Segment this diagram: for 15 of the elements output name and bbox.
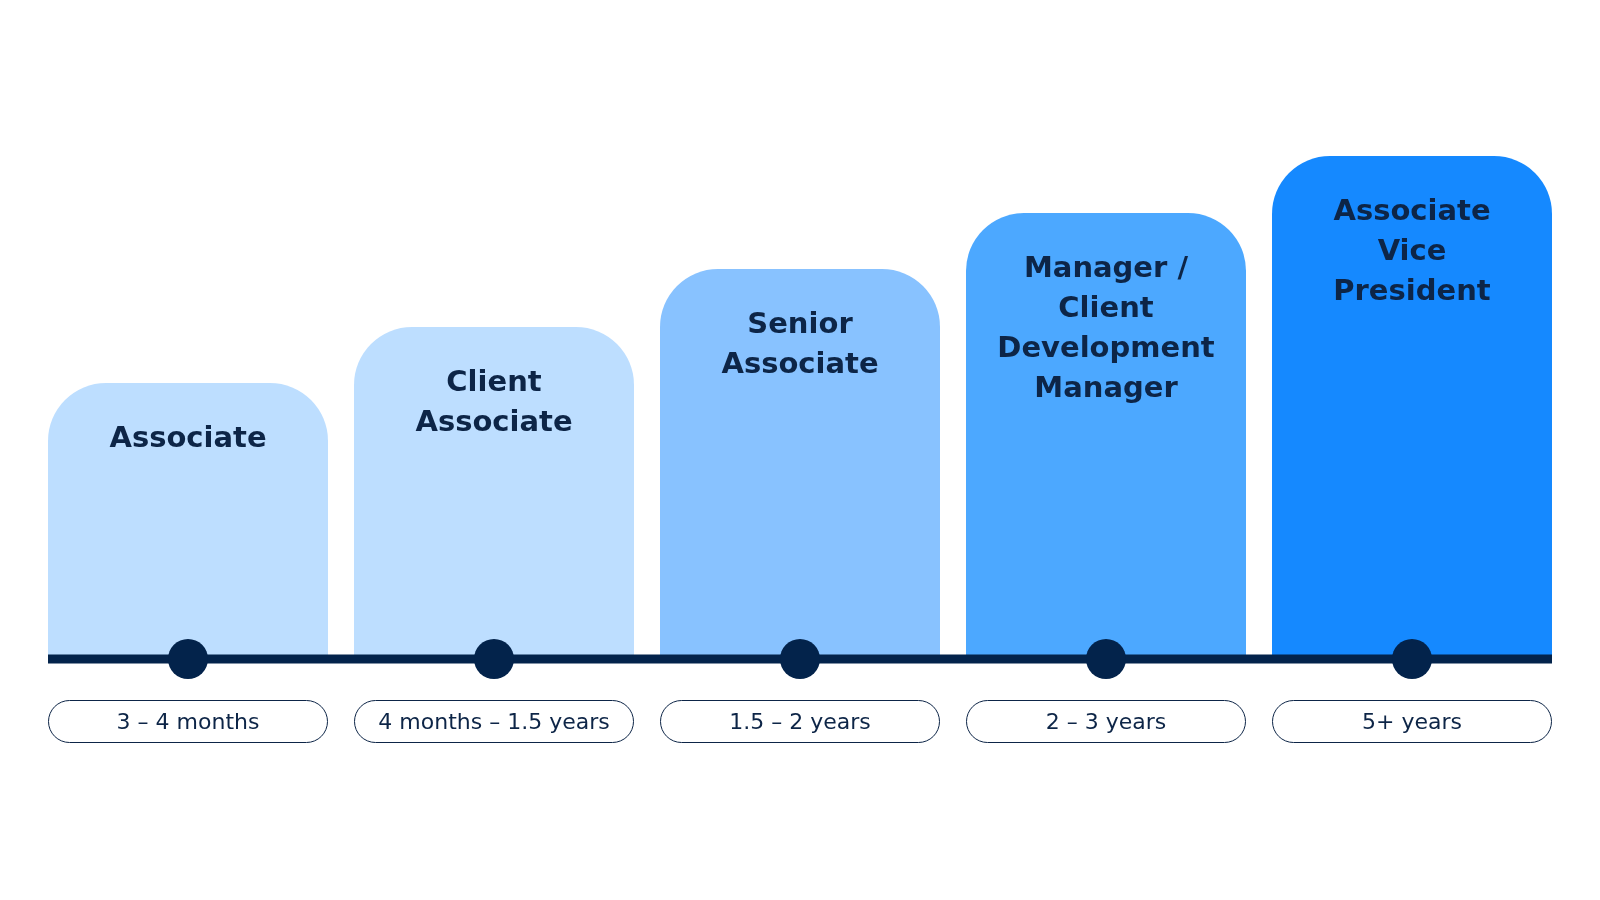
duration-pill	[660, 700, 940, 743]
duration-text: 1.5 – 2 years	[729, 709, 871, 734]
duration-text: 5+ years	[1362, 709, 1462, 734]
duration-pill	[48, 700, 328, 743]
duration-pill	[966, 700, 1246, 743]
stage-title: Associate Vice President	[1332, 192, 1492, 309]
stage-title: Manager / Client Development Manager	[996, 249, 1216, 406]
duration-text: 3 – 4 months	[116, 709, 260, 734]
duration-text: 2 – 3 years	[1045, 709, 1167, 734]
duration-pill	[1272, 700, 1552, 743]
duration-text: 4 months – 1.5 years	[378, 709, 610, 734]
duration-pill	[354, 700, 634, 743]
stage-title: Senior Associate	[720, 305, 880, 382]
stage-title: Client Associate	[414, 363, 574, 440]
stage-title: Associate	[108, 419, 268, 456]
